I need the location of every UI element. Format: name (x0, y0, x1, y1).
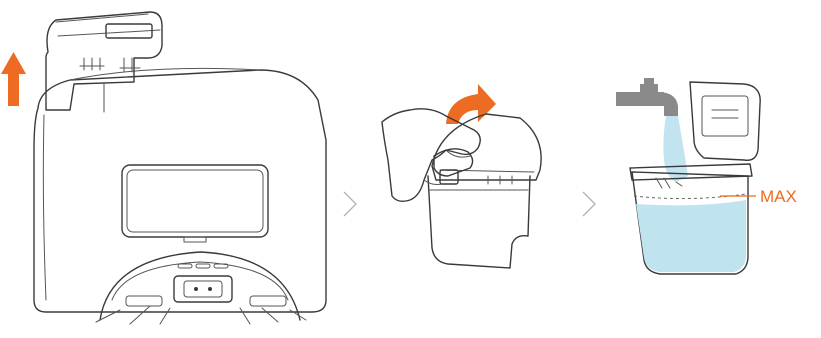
max-label: MAX (760, 187, 797, 206)
lift-up-arrow-icon (1, 52, 26, 106)
step-3-fill-water: MAX (616, 78, 797, 274)
open-lid-arrow-icon (446, 84, 496, 124)
chevron-right-icon (583, 192, 595, 216)
step-1-base-station (1, 12, 326, 324)
water-fill (636, 200, 746, 272)
chevron-right-icon (344, 192, 356, 216)
water-stream (663, 116, 688, 182)
water-tap-icon (616, 78, 678, 116)
step-2-open-lid (382, 84, 541, 268)
